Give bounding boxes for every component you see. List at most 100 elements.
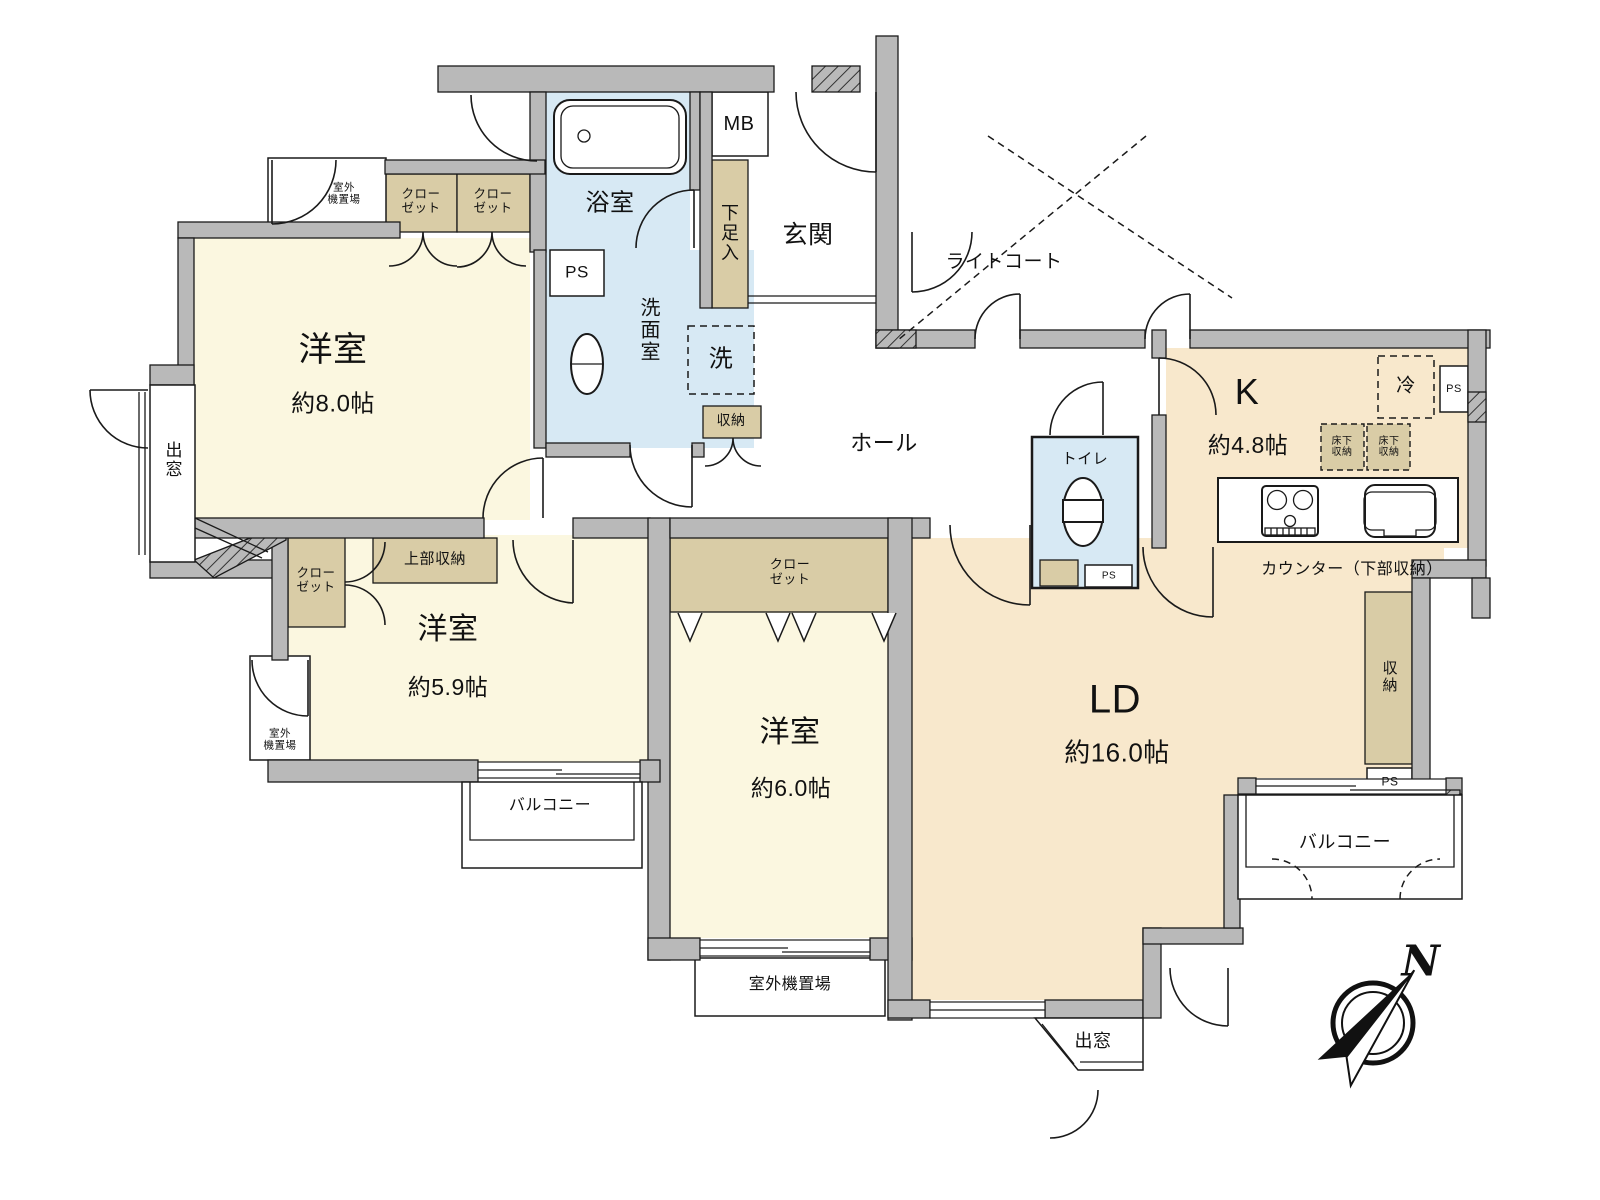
entrance-lightcourt-door — [911, 231, 973, 293]
bathtub-icon — [553, 99, 687, 175]
toilet-room — [1030, 435, 1140, 590]
bay-window-nw — [138, 384, 269, 563]
label-outdoor-unit-w: 室外 機置場 — [263, 727, 297, 751]
storage-wash-doors — [704, 437, 762, 467]
bay-window-se — [1033, 1017, 1144, 1071]
closet-59-doors — [344, 541, 386, 626]
window-western6-south — [699, 939, 871, 957]
basin-icon — [570, 333, 604, 395]
ps-bath-box — [549, 249, 605, 297]
compass-icon — [1317, 969, 1416, 1089]
label-closet-59: クロー ゼット — [296, 566, 336, 594]
floor-western8 — [194, 238, 530, 520]
storage-wash-box — [702, 405, 762, 439]
fixtures — [553, 99, 1459, 543]
balcony-left — [461, 781, 643, 869]
label-light-court: ライトコート — [945, 251, 1063, 273]
misc-lines — [748, 135, 1233, 341]
exterior-door-se2 — [1049, 1089, 1099, 1139]
label-ld-name: LD — [1088, 677, 1142, 722]
exterior-door-nw — [89, 389, 149, 449]
label-closet-nw-1: クロー ゼット — [401, 187, 441, 215]
floor-living-dining — [912, 538, 1444, 1000]
label-ps-ld: PS — [1381, 774, 1399, 789]
label-kitchen-size: 約4.8帖 — [1207, 432, 1289, 459]
label-western8-name: 洋室 — [298, 330, 368, 369]
label-underfloor-1: 床下 収納 — [1331, 435, 1353, 458]
refrigerator-box — [1377, 355, 1435, 419]
label-counter: カウンター（下部収納） — [1261, 561, 1443, 579]
label-outdoor-unit-s: 室外機置場 — [748, 976, 832, 994]
ld-door-2 — [1142, 546, 1214, 618]
window-ld-south — [929, 1001, 1046, 1019]
sink-icon — [1363, 484, 1437, 538]
label-toilet: トイレ — [1061, 450, 1109, 468]
closet-nw-doors — [388, 231, 527, 268]
service-door-n — [470, 94, 538, 162]
bath-door — [635, 189, 695, 249]
window-balcony-right — [1255, 778, 1447, 795]
ps-kitchen-box — [1439, 365, 1469, 413]
outdoor-w-door — [251, 659, 309, 717]
label-outdoor-unit-nw: 室外 機置場 — [327, 181, 361, 205]
shoe-cabinet-box — [711, 159, 749, 309]
upper-storage-box — [372, 537, 498, 584]
storage-ld-box — [1364, 591, 1413, 765]
label-western6-size: 約6.0帖 — [750, 775, 832, 802]
label-washing-machine: 洗 — [708, 345, 734, 373]
label-western6-name: 洋室 — [759, 716, 821, 750]
western59-door — [512, 539, 574, 604]
storage-boxes — [287, 159, 1413, 765]
stove-icon — [1261, 485, 1319, 537]
lightcourt-door-2 — [1144, 293, 1191, 340]
western8-door — [482, 457, 544, 519]
label-meter-box: MB — [723, 112, 755, 135]
label-ps-bath: PS — [565, 262, 589, 282]
label-bathroom: 浴室 — [585, 189, 635, 217]
label-kitchen-name: K — [1234, 370, 1260, 412]
underfloor-storage-1-box — [1320, 423, 1365, 471]
label-storage-wash: 収納 — [716, 412, 746, 429]
entrance-door — [795, 91, 877, 173]
label-western59-name: 洋室 — [417, 613, 479, 647]
label-balcony-right: バルコニー — [1298, 831, 1392, 852]
closet-6-box — [669, 534, 889, 613]
label-entrance: 玄関 — [782, 221, 834, 249]
label-bay-window-nw: 出窓 — [162, 441, 182, 479]
label-closet-nw-2: クロー ゼット — [473, 187, 513, 215]
label-closet-6: クロー ゼット — [769, 556, 811, 586]
window-balcony-left — [477, 761, 641, 779]
label-bay-window-se: 出窓 — [1074, 1030, 1112, 1051]
outdoor-unit-s-box — [694, 957, 886, 1017]
label-north: N — [1401, 936, 1441, 986]
closet-59-box — [287, 534, 346, 628]
kitchen-door — [1158, 357, 1217, 416]
closet-6-folding-doors — [677, 612, 897, 643]
label-storage-ld: 収納 — [1380, 660, 1398, 694]
label-washroom: 洗面室 — [637, 297, 659, 363]
label-western8-size: 約8.0帖 — [291, 390, 375, 418]
outdoor-nw-door — [271, 159, 337, 225]
balcony-right — [1237, 794, 1463, 900]
label-ld-size: 約16.0帖 — [1064, 737, 1170, 768]
label-balcony-left: バルコニー — [508, 797, 592, 815]
lightcourt-door-1 — [974, 293, 1021, 340]
hall-ld-door — [949, 524, 1031, 606]
walls — [149, 35, 1491, 1021]
label-hall: ホール — [850, 430, 918, 456]
label-upper-storage: 上部収納 — [403, 550, 467, 568]
exterior-door-se1 — [1169, 967, 1229, 1027]
washing-machine-box — [687, 325, 755, 395]
balcony-door-swing-2 — [1399, 858, 1441, 900]
lightcourt-cross — [897, 135, 1233, 341]
label-underfloor-2: 床下 収納 — [1378, 435, 1400, 458]
closet-nw-2-box — [456, 173, 531, 233]
washroom-door — [629, 444, 693, 508]
label-western59-size: 約5.9帖 — [407, 674, 489, 701]
label-ps-kitchen: PS — [1446, 382, 1462, 395]
label-refrigerator: 冷 — [1396, 375, 1416, 397]
windows — [477, 761, 1447, 1019]
balcony-door-swing-1 — [1271, 858, 1313, 900]
